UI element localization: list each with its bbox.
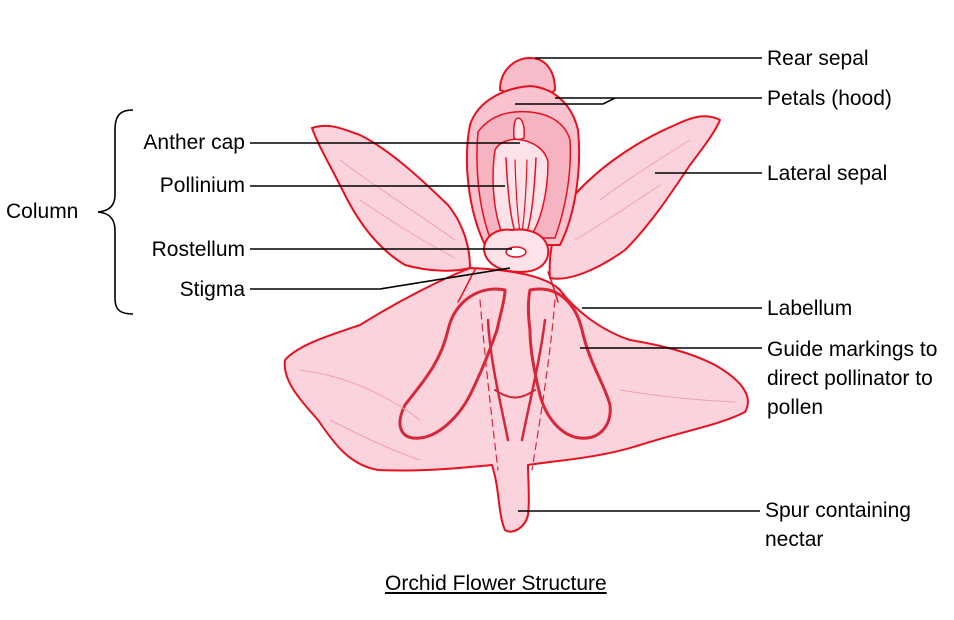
labellum: [283, 267, 749, 533]
label-rostellum: Rostellum: [151, 238, 245, 261]
guide-marking-left: [398, 287, 507, 440]
label-spur: Spur containing nectar: [765, 499, 911, 551]
anther-cap: [513, 117, 525, 141]
label-labellum: Labellum: [767, 297, 853, 320]
label-pollinium: Pollinium: [159, 174, 245, 197]
label-petals-hood: Petals (hood): [767, 87, 892, 110]
label-lateral-sepal: Lateral sepal: [767, 162, 888, 185]
label-stigma: Stigma: [179, 278, 245, 301]
label-guide-markings: Guide markings to direct pollinator to p…: [767, 338, 938, 419]
leader-petals: [515, 97, 762, 105]
guide-marking-right: [527, 287, 612, 440]
label-rear-sepal: Rear sepal: [767, 47, 869, 70]
leader-stigma: [250, 267, 511, 290]
label-column: Column: [6, 200, 79, 223]
label-anther-cap: Anther cap: [143, 131, 245, 154]
diagram-title: Orchid Flower Structure: [385, 572, 607, 595]
column-brace: [97, 109, 134, 315]
